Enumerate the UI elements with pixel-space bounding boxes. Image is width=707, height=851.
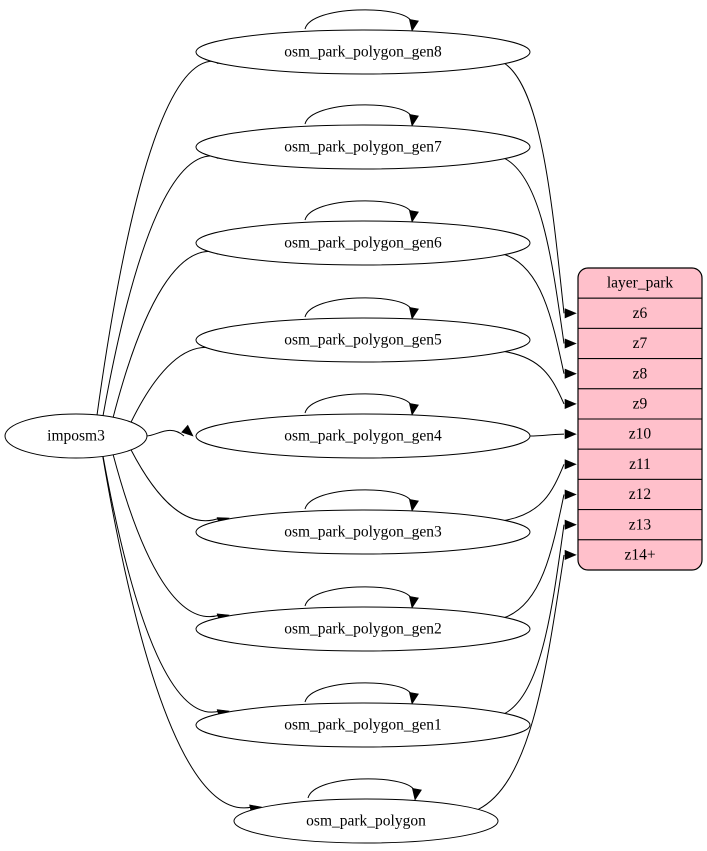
- edge-imposm3-to-gen1: [102, 456, 221, 713]
- node-gen5-shape: [195, 317, 531, 363]
- node-gen7-label: osm_park_polygon_gen7: [284, 139, 442, 156]
- node-gen6-label: osm_park_polygon_gen6: [284, 235, 442, 252]
- arrowhead-gen8-to-z6: [564, 308, 577, 319]
- node-gen3[interactable]: osm_park_polygon_gen3: [195, 509, 531, 555]
- arrowhead-gen1-to-z13: [564, 519, 577, 530]
- node-gen5[interactable]: osm_park_polygon_gen5: [195, 317, 531, 363]
- node-gen8-label: osm_park_polygon_gen8: [284, 44, 442, 61]
- node-gen3-shape: [195, 509, 531, 555]
- node-imposm3-shape: [4, 413, 148, 459]
- arrowhead-self-loop-gen1: [408, 691, 419, 705]
- self-loop-edge-gen4: [304, 393, 412, 414]
- layer-park-row-label-z12: z12: [629, 486, 651, 503]
- node-gen1[interactable]: osm_park_polygon_gen1: [195, 702, 531, 748]
- node-gen2-shape: [195, 606, 531, 652]
- edge-gen5-to-z9: [504, 351, 565, 405]
- node-gen7-shape: [195, 124, 531, 170]
- node-gen4[interactable]: osm_park_polygon_gen4: [195, 413, 531, 459]
- arrowhead-gen5-to-z9: [564, 398, 577, 409]
- self-loop-edge-base: [307, 778, 415, 799]
- layer-park-record-node: layer_park z6 z7 z8 z9 z10 z11 z12 z13 z14+: [577, 267, 703, 571]
- node-gen8[interactable]: osm_park_polygon_gen8: [195, 29, 531, 75]
- edge-gen8-to-z6: [504, 63, 565, 314]
- layer-park-row-label-z6: z6: [633, 305, 648, 322]
- arrowhead-self-loop-gen4: [408, 402, 419, 416]
- layer-park-row-label-z9: z9: [633, 395, 648, 412]
- arrowhead-gen3-to-z11: [564, 459, 577, 470]
- ellipse-nodes-layer: imposm3 osm_park_polygon_gen8 osm_park_pol…: [4, 29, 531, 844]
- node-base-label: osm_park_polygon: [306, 813, 426, 830]
- node-gen4-label: osm_park_polygon_gen4: [284, 428, 442, 445]
- edge-imposm3-to-base: [102, 456, 253, 809]
- layer-park-header-label: layer_park: [607, 275, 674, 292]
- layer-park-rows: layer_park z6 z7 z8 z9 z10 z11 z12 z13 z14+: [578, 268, 702, 570]
- edge-gen7-to-z7: [504, 158, 565, 344]
- edge-imposm3-to-gen6: [112, 251, 221, 418]
- node-gen1-shape: [195, 702, 531, 748]
- node-imposm3-label: imposm3: [47, 428, 105, 445]
- layer-park-row-label-z10: z10: [629, 426, 652, 443]
- arrowhead-self-loop-gen6: [408, 209, 419, 223]
- self-loop-edge-gen6: [304, 200, 412, 221]
- edge-gen2-to-z12: [504, 494, 565, 618]
- layer-park-outline: [577, 267, 703, 571]
- edge-imposm3-to-gen5: [130, 346, 221, 423]
- edge-gen4-to-z10: [529, 433, 565, 437]
- layer-park-row-cell-z9[interactable]: [578, 388, 702, 420]
- layer-park-row-cell-z8[interactable]: [578, 358, 702, 390]
- arrowhead-self-loop-base: [411, 787, 422, 801]
- edge-imposm3-to-gen4: [146, 429, 185, 437]
- node-base-shape: [233, 798, 499, 844]
- node-gen4-shape: [195, 413, 531, 459]
- self-loop-edge-gen1: [304, 682, 412, 703]
- node-gen6-shape: [195, 220, 531, 266]
- arrowhead-base-to-z14+: [564, 549, 577, 560]
- node-gen6[interactable]: osm_park_polygon_gen6: [195, 220, 531, 266]
- node-gen3-label: osm_park_polygon_gen3: [284, 524, 442, 541]
- node-gen7[interactable]: osm_park_polygon_gen7: [195, 124, 531, 170]
- arrowhead-gen6-to-z8: [564, 368, 577, 379]
- layer-park-row-label-z11: z11: [629, 456, 651, 473]
- node-gen1-label: osm_park_polygon_gen1: [284, 717, 442, 734]
- self-loop-edge-gen3: [304, 489, 412, 510]
- self-loop-edges-layer: [304, 9, 422, 801]
- arrowhead-gen2-to-z12: [564, 489, 577, 500]
- layer-park-row-cell-z11[interactable]: [578, 448, 702, 480]
- node-imposm3[interactable]: imposm3: [4, 413, 148, 459]
- edge-gen3-to-z11: [504, 464, 565, 521]
- node-gen5-label: osm_park_polygon_gen5: [284, 332, 442, 349]
- edge-gen6-to-z8: [504, 254, 565, 374]
- node-gen2[interactable]: osm_park_polygon_gen2: [195, 606, 531, 652]
- layer-park-row-label-z7: z7: [633, 335, 648, 352]
- node-gen8-shape: [195, 29, 531, 75]
- arrowhead-gen7-to-z7: [564, 338, 577, 349]
- edge-base-to-z14+: [477, 554, 565, 810]
- arrowhead-imposm3-to-gen4: [181, 424, 194, 437]
- arrowhead-self-loop-gen2: [408, 595, 419, 609]
- layer-park-row-label-z14+: z14+: [624, 546, 655, 563]
- layer-park-row-label-z13: z13: [629, 516, 652, 533]
- self-loop-edge-gen8: [304, 9, 412, 30]
- edge-gen1-to-z13: [504, 524, 565, 714]
- edge-imposm3-to-gen7: [102, 155, 221, 416]
- arrowhead-self-loop-gen3: [408, 498, 419, 512]
- node-base[interactable]: osm_park_polygon: [233, 798, 499, 844]
- arrowhead-self-loop-gen7: [408, 113, 419, 127]
- self-loop-edge-gen5: [304, 297, 412, 318]
- arrowhead-self-loop-gen5: [408, 306, 419, 320]
- edge-imposm3-to-gen3: [130, 449, 221, 522]
- edge-imposm3-to-gen2: [112, 454, 221, 618]
- node-gen2-label: osm_park_polygon_gen2: [284, 621, 442, 638]
- edge-imposm3-to-gen8: [96, 60, 221, 416]
- self-loop-edge-gen2: [304, 586, 412, 607]
- self-loop-edge-gen7: [304, 104, 412, 125]
- layer-park-row-label-z8: z8: [633, 365, 648, 382]
- arrowhead-self-loop-gen8: [408, 18, 419, 32]
- arrowhead-gen4-to-z10: [564, 429, 577, 440]
